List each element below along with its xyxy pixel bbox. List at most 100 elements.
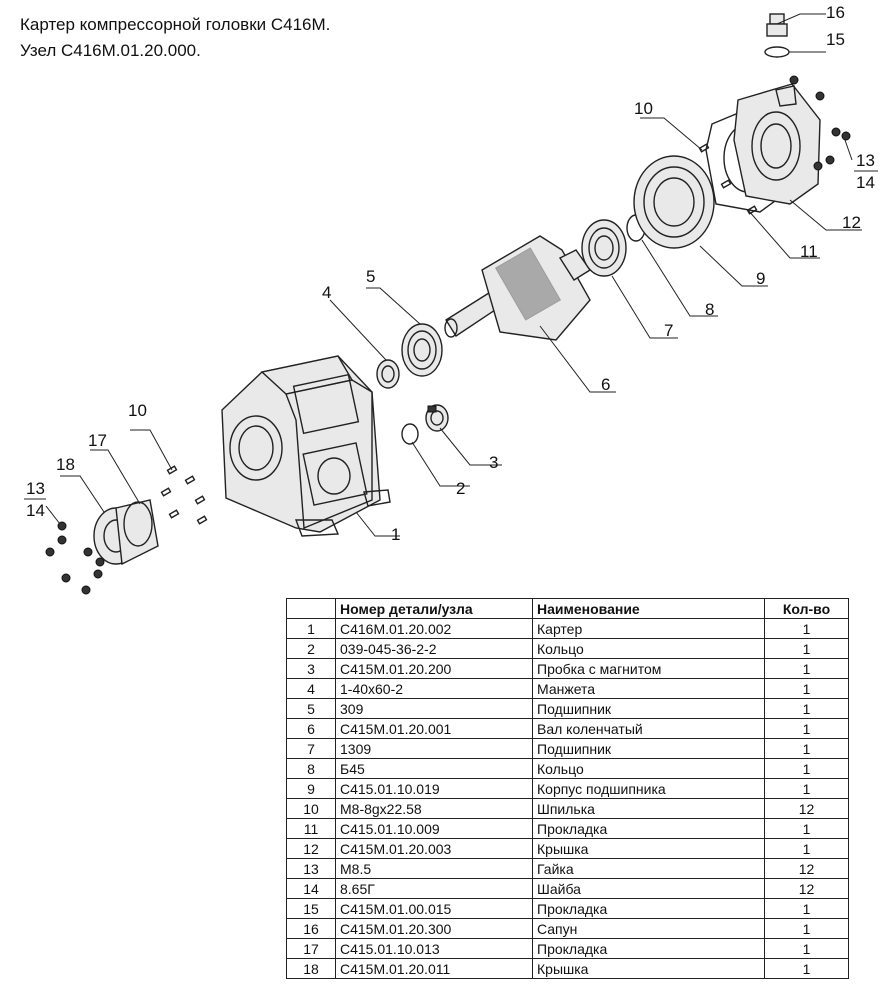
row-quantity: 1 xyxy=(764,778,849,799)
callout-18: 18 xyxy=(56,455,75,474)
row-quantity: 1 xyxy=(764,618,849,639)
row-name: Прокладка xyxy=(532,898,765,919)
callout-10-right: 10 xyxy=(634,99,653,118)
crankshaft xyxy=(444,235,591,341)
callout-14-right: 14 xyxy=(856,173,875,192)
callout-10-left: 10 xyxy=(128,401,147,420)
end-cover xyxy=(733,83,821,205)
row-name: Пробка с магнитом xyxy=(532,658,765,679)
row-quantity: 1 xyxy=(764,658,849,679)
row-quantity: 1 xyxy=(764,918,849,939)
header-quantity: Кол-во xyxy=(764,598,849,619)
breather-gasket xyxy=(764,46,790,58)
left-cover xyxy=(93,499,159,566)
row-part-number: М8.5 xyxy=(335,858,533,879)
row-index: 11 xyxy=(286,818,336,839)
row-index: 13 xyxy=(286,858,336,879)
row-name: Кольцо xyxy=(532,638,765,659)
row-index: 4 xyxy=(286,678,336,699)
row-index: 7 xyxy=(286,738,336,759)
row-index: 5 xyxy=(286,698,336,719)
ball-bearing-309 xyxy=(401,323,443,377)
callout-8: 8 xyxy=(705,300,714,319)
row-index: 9 xyxy=(286,778,336,799)
magnetic-plug xyxy=(425,404,449,432)
callout-6: 6 xyxy=(601,375,610,394)
row-part-number: С415М.01.00.015 xyxy=(335,898,533,919)
row-quantity: 1 xyxy=(764,958,849,979)
row-quantity: 1 xyxy=(764,698,849,719)
row-index: 6 xyxy=(286,718,336,739)
row-name: Вал коленчатый xyxy=(532,718,765,739)
row-part-number: С415М.01.20.300 xyxy=(335,918,533,939)
row-quantity: 12 xyxy=(764,858,849,879)
callout-14-left: 14 xyxy=(26,501,45,520)
callout-13-right: 13 xyxy=(856,151,875,170)
o-ring xyxy=(401,423,419,445)
callout-9: 9 xyxy=(756,269,765,288)
row-index: 2 xyxy=(286,638,336,659)
row-quantity: 12 xyxy=(764,878,849,899)
title-line-1: Картер компрессорной головки С416М. xyxy=(20,15,331,34)
row-name: Крышка xyxy=(532,838,765,859)
row-quantity: 1 xyxy=(764,738,849,759)
row-name: Прокладка xyxy=(532,938,765,959)
row-part-number: 039-045-36-2-2 xyxy=(335,638,533,659)
callout-1: 1 xyxy=(391,525,400,544)
header-index xyxy=(286,598,336,619)
crankcase-housing xyxy=(221,355,391,537)
nuts-right xyxy=(789,75,851,171)
row-part-number: Б45 xyxy=(335,758,533,779)
callout-3: 3 xyxy=(489,453,498,472)
row-name: Подшипник xyxy=(532,698,765,719)
callout-11: 11 xyxy=(800,242,818,261)
row-index: 12 xyxy=(286,838,336,859)
row-quantity: 1 xyxy=(764,938,849,959)
row-part-number: С415.01.10.019 xyxy=(335,778,533,799)
row-part-number: 309 xyxy=(335,698,533,719)
row-part-number: С415.01.10.013 xyxy=(335,938,533,959)
row-quantity: 1 xyxy=(764,898,849,919)
left-gasket xyxy=(123,501,153,547)
row-name: Манжета xyxy=(532,678,765,699)
callout-7: 7 xyxy=(664,321,673,340)
row-name: Гайка xyxy=(532,858,765,879)
exploded-view-drawing: 1 2 3 4 5 6 7 8 9 10 10 11 12 13 14 13 1… xyxy=(24,3,878,595)
row-part-number: С415М.01.20.003 xyxy=(335,838,533,859)
row-name: Кольцо xyxy=(532,758,765,779)
table-header-row: Номер детали/узла Наименование Кол-во xyxy=(286,598,849,619)
nuts-left xyxy=(45,521,105,595)
title-line-2: Узел С416М.01.20.000. xyxy=(20,41,201,60)
row-name: Картер xyxy=(532,618,765,639)
header-part-number: Номер детали/узла xyxy=(335,598,533,619)
callout-16: 16 xyxy=(826,3,845,22)
row-quantity: 1 xyxy=(764,758,849,779)
callout-2: 2 xyxy=(456,479,465,498)
callout-12: 12 xyxy=(842,213,861,232)
breather xyxy=(766,13,788,37)
callout-17: 17 xyxy=(88,431,107,450)
row-name: Прокладка xyxy=(532,818,765,839)
callout-13-left: 13 xyxy=(26,479,45,498)
studs-right xyxy=(698,143,758,215)
row-part-number: С416М.01.20.002 xyxy=(335,618,533,639)
row-quantity: 1 xyxy=(764,678,849,699)
callout-15: 15 xyxy=(826,30,845,49)
leader-lines xyxy=(45,13,862,537)
row-name: Сапун xyxy=(532,918,765,939)
